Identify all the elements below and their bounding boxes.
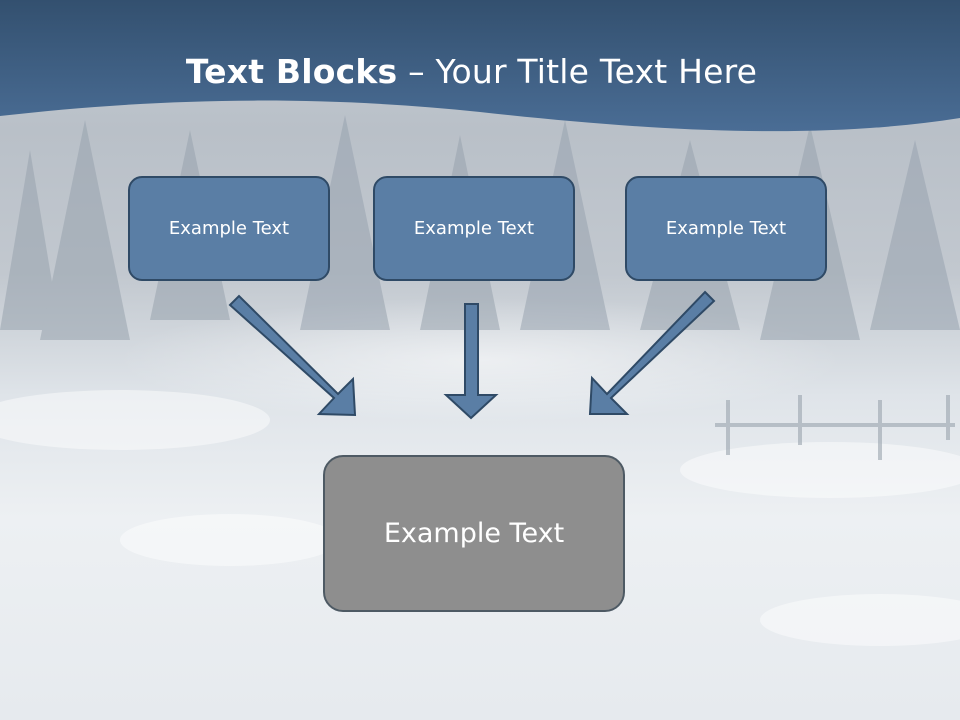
title-bold-part: Text Blocks [185,52,398,91]
text-block-right[interactable]: Example Text [625,176,827,281]
arrow-right-diagonal [588,290,716,415]
title-text: Your Title Text Here [435,52,758,91]
title-dash: – [397,52,436,91]
arrow-middle-down [443,303,499,420]
arrow-left-diagonal [228,294,357,417]
text-block-middle[interactable]: Example Text [373,176,575,281]
text-block-left[interactable]: Example Text [128,176,330,281]
text-block-bottom[interactable]: Example Text [323,455,625,612]
slide-title: Text Blocks – Your Title Text Here [0,52,943,91]
title-band [0,0,960,132]
